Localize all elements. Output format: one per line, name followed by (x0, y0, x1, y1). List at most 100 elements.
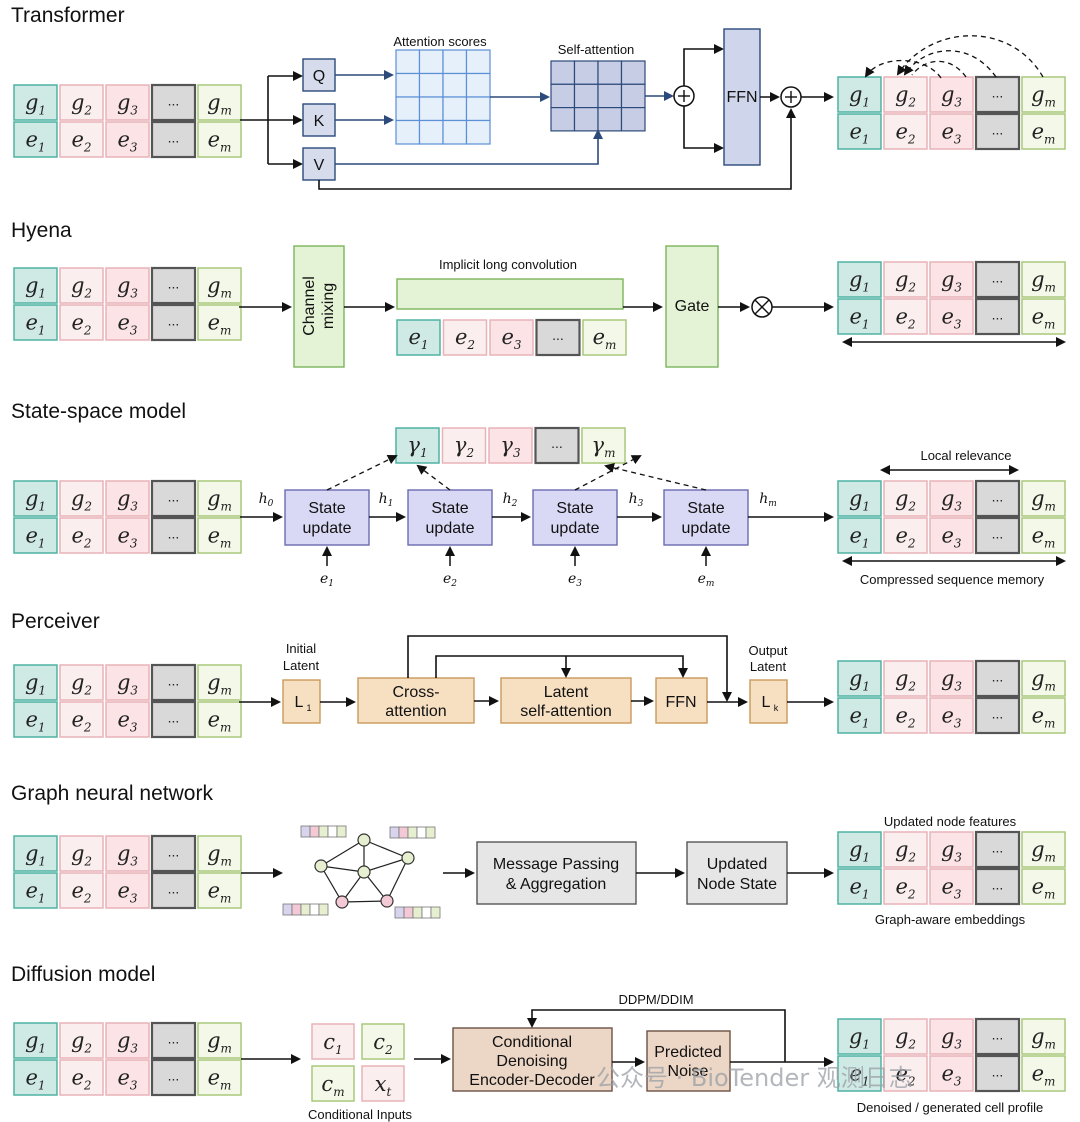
output-latent-label-2: Latent (750, 659, 787, 674)
denoised-label: Denoised / generated cell profile (857, 1100, 1043, 1115)
token-cell: ... (150, 516, 197, 555)
gamma-token: γm (581, 427, 626, 464)
token-base: e (1032, 120, 1044, 144)
token-cell: e3 (105, 304, 150, 341)
token-cell: ... (974, 479, 1021, 518)
token-label: ... (168, 93, 180, 109)
token-base: e (117, 311, 129, 335)
token-label: e3 (117, 311, 137, 338)
mini-feature-cell (389, 826, 400, 839)
token-cell: gm (1021, 76, 1066, 113)
token-label: ... (168, 881, 180, 897)
token-cell: g2 (59, 267, 104, 304)
token-cell: g3 (105, 835, 150, 872)
hidden-state-label: h1 (379, 491, 394, 509)
token-base: e (895, 120, 907, 144)
token-base: γ (500, 433, 513, 457)
token-sub: 3 (513, 446, 521, 460)
token-base: g (941, 83, 954, 107)
state-update-label: State (431, 500, 468, 517)
token-label: e2 (895, 704, 915, 731)
token-sub: 2 (83, 537, 92, 551)
token-base: γ (407, 433, 420, 457)
token-base: e (208, 524, 220, 548)
token-label: e1 (25, 1066, 45, 1093)
token-sub: 3 (130, 855, 138, 869)
attention-cell (465, 49, 491, 75)
token-cell: ... (974, 1054, 1021, 1093)
token-base: g (207, 671, 220, 695)
token-cell: e1 (13, 701, 58, 738)
token-base: g (849, 487, 862, 511)
ssm-input-label: e2 (443, 571, 457, 589)
token-base: e (71, 879, 83, 903)
token-cell: g1 (837, 480, 882, 517)
token-base: e (895, 704, 907, 728)
token-sub: 1 (862, 680, 870, 694)
token-label: e2 (455, 325, 475, 352)
token-sub: 2 (907, 96, 916, 110)
gamma-token: γ3 (488, 427, 533, 464)
token-cell: g2 (59, 835, 104, 872)
token-sub: 3 (130, 500, 138, 514)
token-sub: 2 (907, 717, 916, 731)
token-base: e (25, 524, 37, 548)
attention-cell (418, 49, 444, 75)
token-sub: 3 (130, 324, 138, 338)
token-label: em (593, 325, 617, 352)
token-label: g2 (71, 842, 92, 869)
token-label: ... (992, 122, 1004, 138)
self-attention-cell (550, 106, 576, 132)
token-base: g (895, 487, 908, 511)
self-attention-cell (573, 83, 599, 109)
token-label: e3 (941, 305, 961, 332)
token-label: ... (168, 313, 180, 329)
section-title-ssm: State-space model (11, 400, 186, 423)
token-label: g2 (71, 1029, 92, 1056)
token-label: gm (207, 671, 232, 698)
token-label: ... (168, 130, 180, 146)
mini-feature-cell (421, 906, 432, 919)
token-label: gm (207, 487, 232, 514)
token-base: e (117, 879, 129, 903)
token-base: e (25, 1066, 37, 1090)
mini-feature-cell (291, 903, 302, 916)
token-base: e (895, 524, 907, 548)
token-cell: g1 (13, 664, 58, 701)
token-label: g1 (849, 268, 870, 295)
token-cell: g3 (929, 660, 974, 697)
token-cell: g1 (13, 835, 58, 872)
gamma-token: γ2 (441, 427, 487, 464)
mini-feature-cell (416, 826, 427, 839)
token-label: e2 (895, 524, 915, 551)
token-sub: m (1045, 96, 1056, 110)
token-cell: ... (150, 83, 197, 122)
state-update-label: update (426, 520, 475, 537)
self-attention-cell (573, 60, 599, 85)
token-label: e1 (849, 305, 869, 332)
attention-cell (395, 96, 421, 122)
token-base: e (849, 875, 861, 899)
section-title-hyena: Hyena (11, 219, 72, 242)
token-label: ... (992, 85, 1004, 101)
token-label: e1 (849, 524, 869, 551)
token-label: g2 (71, 91, 92, 118)
token-sub: 1 (38, 892, 46, 906)
token-base: e (1032, 1062, 1044, 1086)
token-label: g3 (941, 487, 962, 514)
token-cell: gm (197, 664, 242, 701)
message-passing-box (476, 841, 637, 905)
token-cell: em (1021, 697, 1066, 734)
v-label: V (314, 157, 325, 174)
token-cell: g2 (59, 1022, 104, 1059)
token-base: g (25, 1029, 38, 1053)
token-label: g2 (895, 268, 916, 295)
token-cell: e2 (883, 113, 928, 150)
token-cell: em (197, 701, 242, 738)
token-base: e (25, 311, 37, 335)
token-sub: m (220, 537, 231, 551)
